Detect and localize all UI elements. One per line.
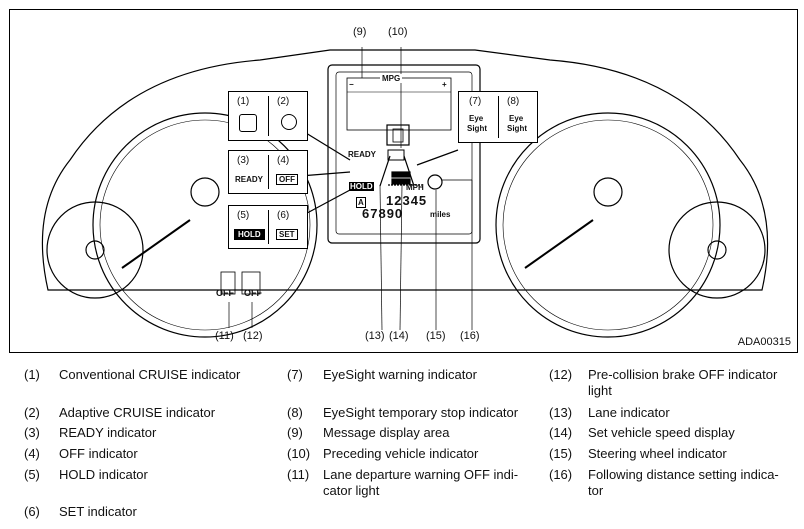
callout-10: (10) [388,26,408,38]
pre-collision-off-light: OFF [244,288,262,298]
hold-set-box: (5) (6) HOLD SET [228,205,308,249]
callout-3: (3) [237,155,250,166]
callout-11: (11) [215,330,234,342]
conventional-cruise-icon [239,114,257,132]
callout-13: (13) [365,330,385,342]
legend-number: (7) [287,367,303,382]
callout-8: (8) [507,96,520,107]
legend-text: Preceding vehicle indicator [323,446,479,461]
hold-display: HOLD [349,182,374,191]
odo-big: 12345 [386,193,428,208]
cluster-drawing [41,47,769,338]
odo-unit: miles [430,210,451,219]
legend-number: (8) [287,405,303,420]
legend-number: (13) [549,405,573,420]
odo-small: 67890 [362,206,404,221]
callout-7: (7) [469,96,482,107]
legend-number: (9) [287,425,303,440]
legend-number: (10) [287,446,311,461]
legend-text: SET indicator [59,504,137,519]
legend-number: (16) [549,467,573,482]
legend-number: (4) [24,446,40,461]
legend-text: Lane indicator [588,405,670,420]
eyesight-stop-sight: Sight [507,124,527,133]
hold-indicator: HOLD [234,229,265,240]
legend-number: (14) [549,425,573,440]
legend-text: Following distance setting indica- tor [588,467,779,498]
legend-text: EyeSight temporary stop indicator [323,405,519,420]
legend-text: Steering wheel indicator [588,446,727,461]
plus-label: + [442,80,447,89]
callout-9: (9) [353,26,367,38]
legend-text: Adaptive CRUISE indicator [59,405,216,420]
legend-number: (5) [24,467,40,482]
legend-text: Conventional CRUISE indicator [59,367,241,382]
legend-text: HOLD indicator [59,467,148,482]
legend-number: (11) [287,467,310,482]
legend-text: READY indicator [59,425,157,440]
callout-16: (16) [460,330,480,342]
legend-text: Pre-collision brake OFF indicator light [588,367,778,398]
eyesight-stop-eye: Eye [509,114,524,123]
legend-text: Set vehicle speed display [588,425,735,440]
cruise-indicator-box: (1) (2) [228,91,308,141]
callout-6: (6) [277,210,290,221]
callout-12: (12) [243,330,263,342]
legend-number: (1) [24,367,40,382]
mph-label: MPH [406,183,424,192]
instrument-cluster-figure: (9) (10) (11) (12) (13) (14) (15) (16) M… [9,9,798,353]
legend-number: (3) [24,425,40,440]
callout-15: (15) [426,330,446,342]
lane-departure-off-light: OFF [216,288,234,298]
eyesight-warning-sight: Sight [467,124,487,133]
callout-1: (1) [237,96,250,107]
ready-off-box: (3) (4) READY OFF [228,150,308,194]
ready-display: READY [348,150,377,159]
off-indicator: OFF [276,174,298,185]
mpg-label: MPG [380,74,403,83]
set-indicator: SET [276,229,298,240]
legend-text: OFF indicator [59,446,138,461]
legend-text: Message display area [323,425,450,440]
legend-number: (2) [24,405,40,420]
callout-14: (14) [389,330,409,342]
callout-2: (2) [277,96,290,107]
eyesight-warning-eye: Eye [469,114,484,123]
gear-indicator: A [356,197,366,208]
ready-indicator: READY [235,175,264,184]
callout-5: (5) [237,210,250,221]
adaptive-cruise-icon [281,114,297,130]
figure-code: ADA00315 [737,336,791,348]
legend-text: EyeSight warning indicator [323,367,477,382]
legend-number: (12) [549,367,573,382]
callout-4: (4) [277,155,290,166]
minus-label: − [349,80,354,89]
eyesight-box: (7) (8) Eye Sight Eye Sight [458,91,538,143]
legend-text: Lane departure warning OFF indi- cator l… [323,467,519,498]
legend-number: (6) [24,504,40,519]
legend-number: (15) [549,446,573,461]
